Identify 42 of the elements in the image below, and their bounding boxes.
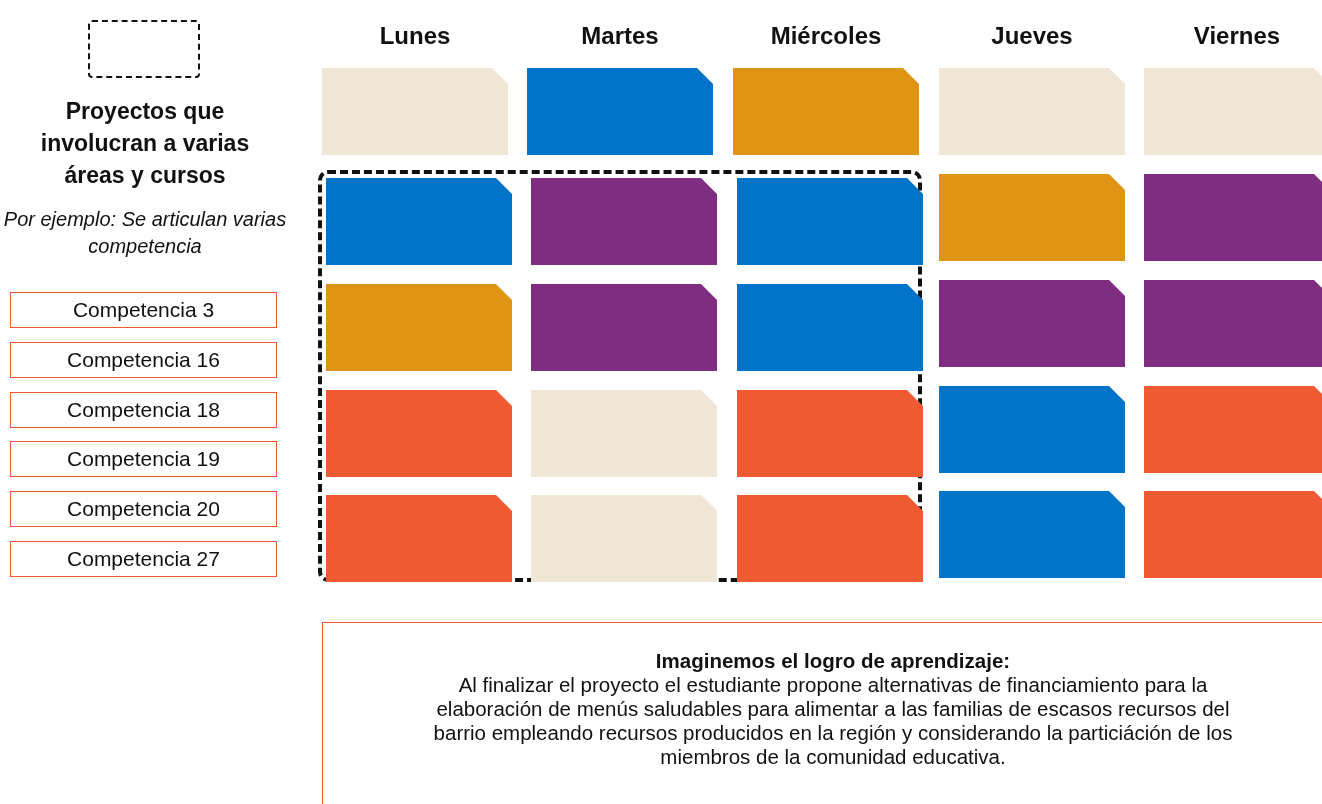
folded-card (531, 390, 717, 477)
legend-text: Proyectos que involucran a varias áreas y cursos (39, 97, 251, 190)
folded-card (326, 495, 512, 582)
folded-card (326, 284, 512, 371)
competence-box: Competencia 16 (10, 342, 277, 378)
folded-card (939, 386, 1125, 473)
folded-card (326, 178, 512, 265)
folded-card (531, 178, 717, 265)
folded-card (531, 495, 717, 582)
folded-card (939, 174, 1125, 261)
competence-box: Competencia 18 (10, 392, 277, 428)
folded-card (737, 495, 923, 582)
folded-card (1144, 386, 1322, 473)
folded-card (737, 178, 923, 265)
day-heading: Viernes (1192, 22, 1282, 50)
folded-card (322, 68, 508, 155)
note-heading: Imaginemos el logro de aprendizaje: (654, 649, 1012, 673)
competence-box: Competencia 3 (10, 292, 277, 328)
folded-card (737, 284, 923, 371)
folded-card (939, 491, 1125, 578)
dashed-frame (318, 170, 922, 582)
folded-card (939, 68, 1125, 155)
folded-card (1144, 68, 1322, 155)
day-heading: Lunes (378, 22, 452, 50)
folded-card (737, 390, 923, 477)
folded-card (1144, 280, 1322, 367)
note-panel (322, 622, 1322, 804)
day-heading: Martes (580, 22, 660, 50)
day-heading: Miércoles (769, 22, 883, 50)
folded-card (939, 280, 1125, 367)
folded-card (326, 390, 512, 477)
folded-card (1144, 174, 1322, 261)
folded-card (1144, 491, 1322, 578)
competence-box: Competencia 19 (10, 441, 277, 477)
example-note: Por ejemplo: Se articulan varias competencia (2, 207, 288, 259)
note-text: Al finalizar el proyecto el estudiante propone alternativas de financiamiento para la elaboración de menús saludables para alimentar a las familias de escasos recursos del barrio empleando recursos producidos en la región y considerando la particiáción de los miembros de la comunidad educativa. (433, 673, 1233, 769)
folded-card (531, 284, 717, 371)
competence-box: Competencia 27 (10, 541, 277, 577)
folded-card (527, 68, 713, 155)
folded-card (733, 68, 919, 155)
day-heading: Jueves (990, 22, 1074, 50)
competence-box: Competencia 20 (10, 491, 277, 527)
